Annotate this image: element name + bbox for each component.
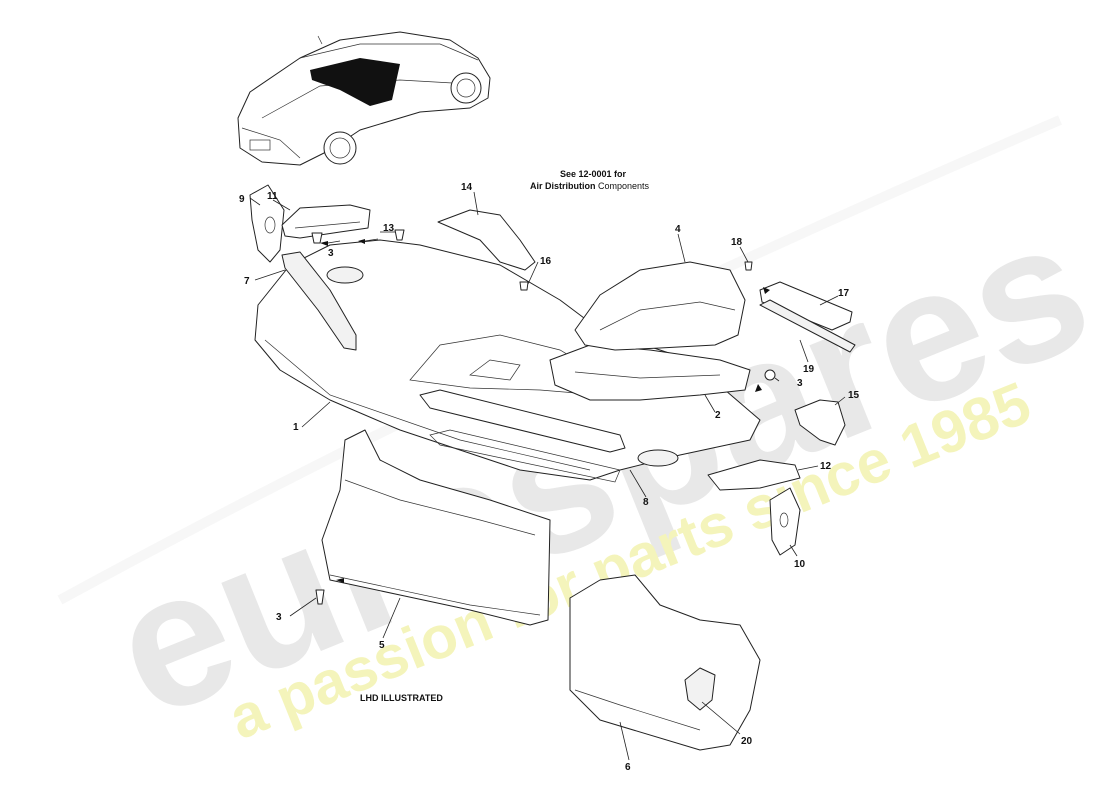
- callout-3a: 3: [328, 248, 334, 259]
- callout-numbers: 1 2 3 3 3 4 5 6 7 8 9 10 11 12 13 14 15 …: [239, 182, 860, 773]
- callout-15: 15: [848, 390, 860, 401]
- dashboard-top-panel: [254, 239, 761, 481]
- callout-11: 11: [267, 191, 278, 202]
- callout-17: 17: [838, 288, 850, 299]
- callout-2: 2: [715, 410, 721, 421]
- trim-piece-12: [707, 459, 801, 491]
- lower-closing-panel-5: [321, 429, 551, 626]
- see-reference-caption: See 12-0001 for: [560, 169, 627, 179]
- callout-8: 8: [643, 497, 649, 508]
- callout-20: 20: [741, 736, 753, 747]
- callout-4: 4: [675, 224, 681, 235]
- seal-strip-19: [759, 299, 856, 353]
- instrument-binnacle: [574, 261, 746, 351]
- callout-5: 5: [379, 640, 385, 651]
- lower-closing-panel-6: [569, 574, 761, 751]
- vent-housing-11: [281, 204, 371, 239]
- arrow-icon: [320, 238, 770, 583]
- callout-13: 13: [383, 223, 395, 234]
- callout-7: 7: [244, 276, 250, 287]
- callout-14: 14: [461, 182, 473, 193]
- callout-9: 9: [239, 194, 245, 205]
- lhd-illustrated-caption: LHD ILLUSTRATED: [360, 693, 443, 703]
- callout-10: 10: [794, 559, 806, 570]
- car-thumbnail-icon: [237, 31, 491, 166]
- callout-6: 6: [625, 762, 631, 773]
- seal-strip-17: [759, 281, 853, 331]
- trim-strip-8: [419, 389, 626, 483]
- leader-lines: [249, 191, 846, 761]
- callout-3c: 3: [276, 612, 282, 623]
- callout-16: 16: [540, 256, 552, 267]
- side-vent-10: [769, 487, 801, 556]
- callout-19: 19: [803, 364, 815, 375]
- air-distribution-caption: Air Distribution Components: [530, 181, 650, 191]
- callout-3b: 3: [797, 378, 803, 389]
- end-cap-15: [794, 399, 846, 446]
- vent-duct-14: [437, 209, 536, 271]
- dash-vent-trim-7: [281, 251, 357, 351]
- callout-1: 1: [293, 422, 299, 433]
- callout-12: 12: [820, 461, 832, 472]
- callout-18: 18: [731, 237, 743, 248]
